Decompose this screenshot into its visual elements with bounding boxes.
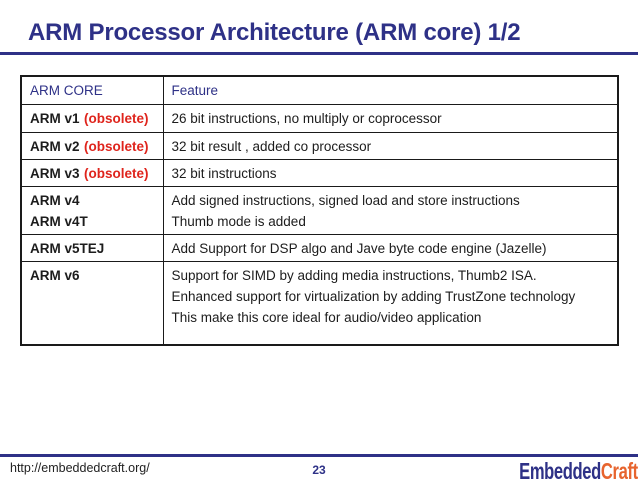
feature-text: This make this core ideal for audio/vide…: [171, 309, 482, 325]
obsolete-label: (obsolete): [83, 138, 149, 154]
feature-text: 32 bit instructions: [171, 165, 277, 181]
title-underline: [0, 52, 638, 55]
feature-text: Support for SIMD by adding media instruc…: [171, 267, 537, 283]
core-name: ARM v4T: [30, 213, 88, 229]
slide-title: ARM Processor Architecture (ARM core) 1/…: [28, 19, 521, 46]
column-header-feature: Feature: [162, 75, 619, 105]
core-name: ARM v5TEJ: [30, 240, 105, 256]
feature-cell: 26 bit instructions, no multiply or copr…: [162, 103, 619, 133]
feature-cell: Add Support for DSP algo and Jave byte c…: [162, 233, 619, 262]
feature-cell: 32 bit result , added co processor: [162, 131, 619, 160]
feature-text: Add Support for DSP algo and Jave byte c…: [171, 240, 547, 256]
core-name: ARM v3: [30, 165, 80, 181]
logo-text-embedded: Embedded: [519, 458, 602, 484]
core-name: ARM v4: [30, 192, 80, 208]
obsolete-label: (obsolete): [83, 110, 149, 126]
feature-text: 26 bit instructions, no multiply or copr…: [171, 110, 442, 126]
table-row: ARM v5TEJ Add Support for DSP algo and J…: [20, 233, 619, 262]
table-row: ARM v4 ARM v4T Add signed instructions, …: [20, 185, 619, 235]
logo-text-craft: Craft: [601, 458, 638, 484]
feature-text: 32 bit result , added co processor: [171, 138, 372, 154]
feature-text: Thumb mode is added: [171, 213, 306, 229]
feature-text: Enhanced support for virtualization by a…: [171, 288, 576, 304]
core-name: ARM v6: [30, 267, 80, 283]
table-row: ARM v1(obsolete) 26 bit instructions, no…: [20, 103, 619, 133]
core-cell: ARM v3(obsolete): [20, 158, 164, 187]
obsolete-label: (obsolete): [83, 165, 149, 181]
core-cell: ARM v5TEJ: [20, 233, 164, 262]
table-row: ARM v6 Support for SIMD by adding media …: [20, 260, 619, 346]
column-header-arm-core: ARM CORE: [20, 75, 164, 105]
arm-core-table: ARM CORE Feature ARM v1(obsolete) 26 bit…: [20, 75, 619, 346]
table-row: ARM v3(obsolete) 32 bit instructions: [20, 158, 619, 187]
table-row: ARM v2(obsolete) 32 bit result , added c…: [20, 131, 619, 160]
feature-cell: Add signed instructions, signed load and…: [162, 185, 619, 235]
page-number: 23: [312, 463, 326, 477]
core-cell: ARM v1(obsolete): [20, 103, 164, 133]
footer-url: http://embeddedcraft.org/: [10, 461, 150, 475]
embeddedcraft-logo: EmbeddedCraft: [519, 458, 638, 485]
core-cell: ARM v4 ARM v4T: [20, 185, 164, 235]
feature-text: Add signed instructions, signed load and…: [171, 192, 520, 208]
footer-rule: [0, 454, 638, 457]
core-name: ARM v1: [30, 110, 80, 126]
feature-cell: Support for SIMD by adding media instruc…: [162, 260, 619, 346]
core-cell: ARM v2(obsolete): [20, 131, 164, 160]
core-name: ARM v2: [30, 138, 80, 154]
feature-cell: 32 bit instructions: [162, 158, 619, 187]
core-cell: ARM v6: [20, 260, 164, 346]
table-header-row: ARM CORE Feature: [20, 75, 619, 105]
